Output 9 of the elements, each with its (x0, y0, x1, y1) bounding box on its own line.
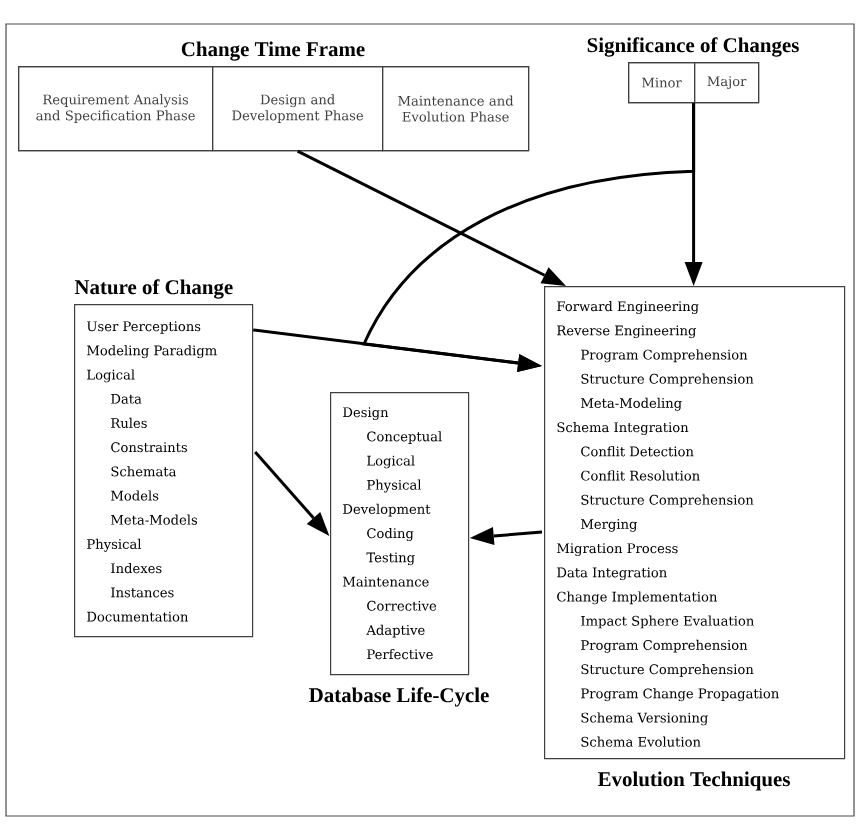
heading: Database Life-Cycle (309, 687, 489, 707)
heading: Significance of Changes (587, 37, 799, 57)
heading: Nature of Change (74, 279, 233, 299)
heading: Evolution Techniques (597, 771, 790, 791)
arrow (469, 527, 543, 545)
arrow (296, 149, 566, 286)
heading: Change Time Frame (181, 41, 365, 61)
arrow (253, 328, 542, 372)
arrow (254, 451, 330, 536)
